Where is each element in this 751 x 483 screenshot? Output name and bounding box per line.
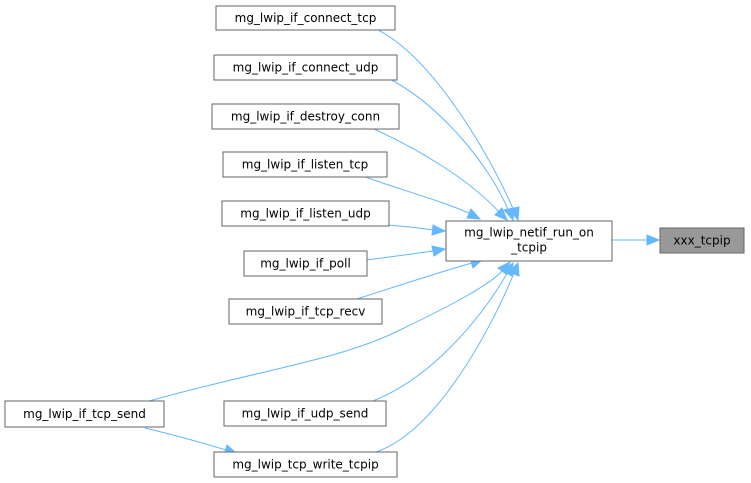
arrowhead-icon: [431, 245, 447, 257]
node-xxx-tcpip[interactable]: xxx_tcpip: [659, 227, 745, 254]
node-listen-tcp[interactable]: mg_lwip_if_listen_tcp: [222, 151, 388, 178]
arrowhead-icon: [466, 208, 482, 220]
node-label: mg_lwip_if_connect_tcp: [235, 11, 377, 25]
edge-destroy-conn-to-netif-run: [371, 127, 501, 214]
node-tcp-write-tcpip[interactable]: mg_lwip_tcp_write_tcpip: [213, 451, 398, 478]
node-label: mg_lwip_if_tcp_send: [23, 407, 146, 421]
node-label: mg_lwip_if_listen_udp: [240, 207, 370, 221]
node-tcp-recv[interactable]: mg_lwip_if_tcp_recv: [228, 298, 383, 325]
node-label: mg_lwip_if_tcp_recv: [246, 305, 366, 319]
node-label: mg_lwip_if_listen_tcp: [242, 158, 369, 172]
edge-poll-to-netif-run: [365, 250, 434, 261]
node-label: mg_lwip_if_destroy_conn: [231, 110, 380, 124]
node-label: mg_lwip_tcp_write_tcpip: [232, 458, 378, 472]
node-label: xxx_tcpip: [673, 234, 730, 248]
node-destroy-conn[interactable]: mg_lwip_if_destroy_conn: [211, 103, 400, 130]
node-netif-run-on-tcpip[interactable]: mg_lwip_netif_run_on _tcpip: [445, 220, 613, 262]
node-connect-udp[interactable]: mg_lwip_if_connect_udp: [213, 54, 398, 81]
arrowhead-icon: [503, 207, 515, 222]
edge-connect-tcp-to-netif-run: [375, 28, 515, 212]
node-connect-tcp[interactable]: mg_lwip_if_connect_tcp: [215, 5, 396, 31]
edge-connect-udp-to-netif-run: [387, 77, 510, 213]
edge-listen-udp-to-netif-run: [386, 224, 434, 231]
edge-tcp-send-to-tcp-write-tcpip: [144, 427, 227, 451]
node-label: mg_lwip_if_udp_send: [242, 407, 369, 421]
node-tcp-send[interactable]: mg_lwip_if_tcp_send: [4, 400, 165, 428]
node-udp-send[interactable]: mg_lwip_if_udp_send: [223, 400, 387, 427]
edge-udp-send-to-netif-run: [369, 271, 509, 403]
node-label-line-2: _tcpip: [510, 241, 547, 255]
edge-listen-tcp-to-netif-run: [359, 174, 472, 215]
arrowhead-icon: [508, 261, 520, 277]
arrowhead-icon: [431, 224, 447, 236]
node-listen-udp[interactable]: mg_lwip_if_listen_udp: [221, 200, 390, 227]
arrowhead-icon: [646, 234, 661, 246]
node-label-line-1: mg_lwip_netif_run_on: [464, 226, 594, 240]
node-poll[interactable]: mg_lwip_if_poll: [243, 250, 368, 277]
node-label: mg_lwip_if_connect_udp: [233, 61, 379, 75]
node-label: mg_lwip_if_poll: [260, 257, 351, 271]
arrowhead-icon: [494, 207, 508, 221]
edge-tcp-recv-to-netif-run: [356, 262, 473, 300]
edge-tcp-send-to-netif-run: [148, 269, 504, 402]
edge-tcp-write-tcpip-to-netif-run: [375, 272, 515, 453]
edges: [144, 28, 661, 456]
